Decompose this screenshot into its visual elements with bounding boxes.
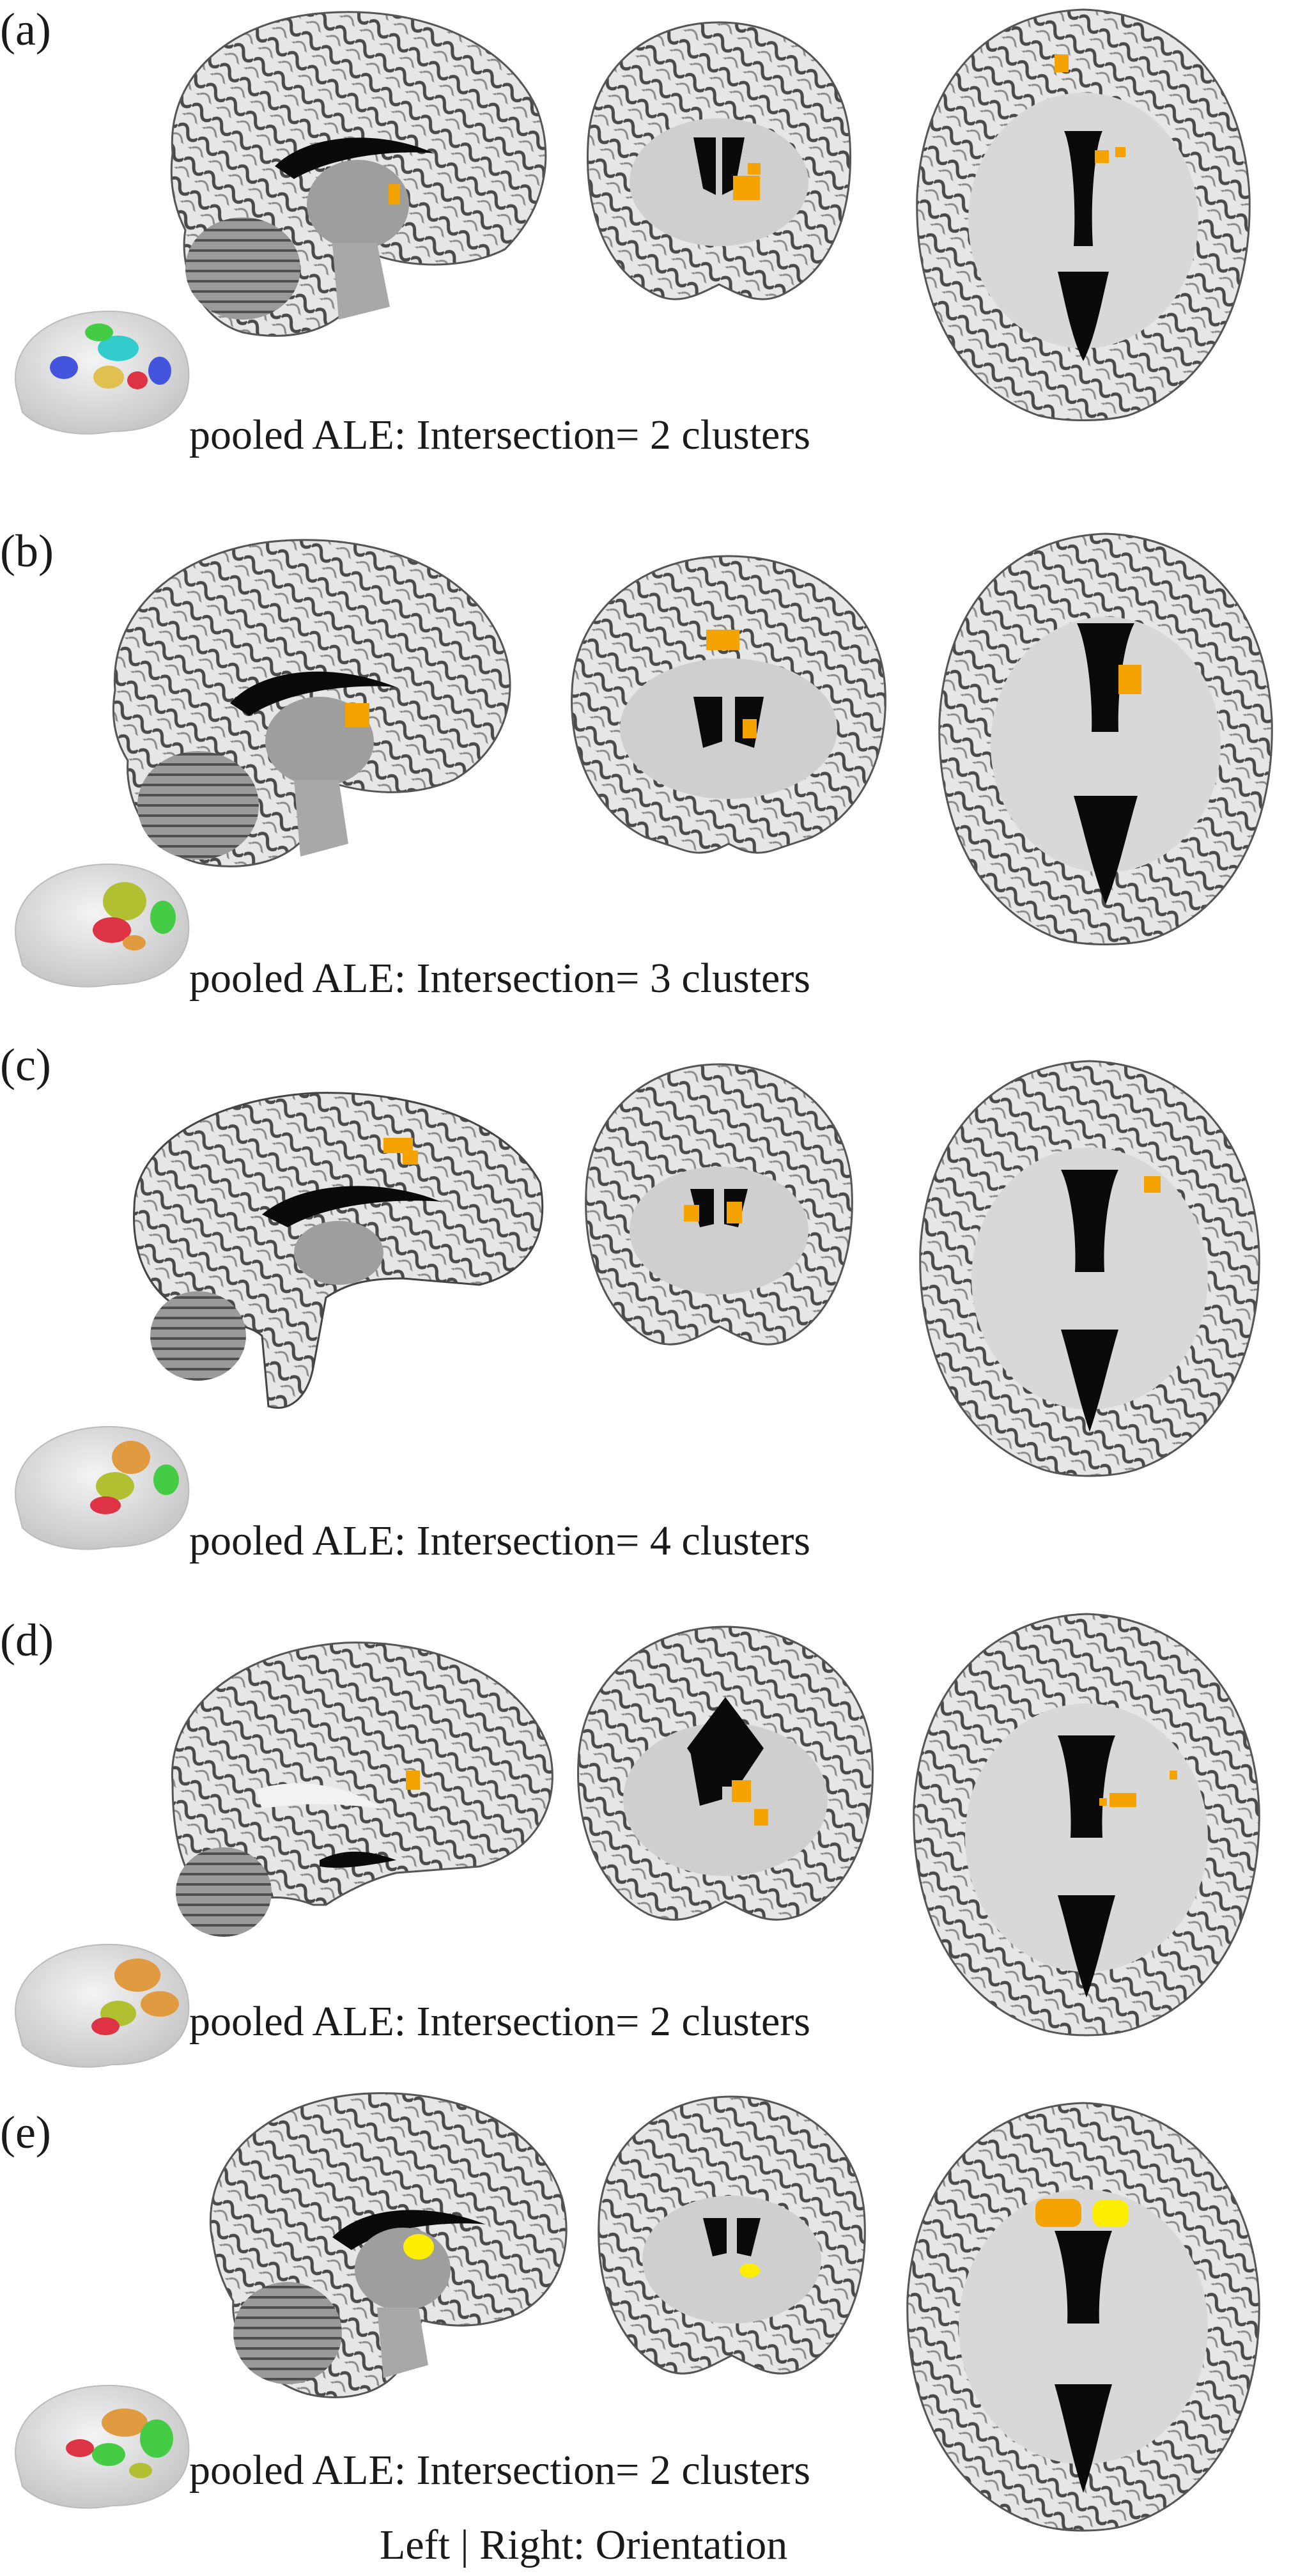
3d-render-thumbnail bbox=[15, 1943, 190, 2068]
panel-caption: pooled ALE: Intersection= 3 clusters bbox=[189, 955, 810, 1002]
panel-label: (a) bbox=[0, 4, 51, 55]
sagittal-slice bbox=[171, 1641, 553, 1937]
sagittal-slice bbox=[170, 11, 547, 337]
sagittal-slice bbox=[112, 539, 511, 867]
3d-render-thumbnail bbox=[15, 2384, 190, 2509]
coronal-slice bbox=[586, 21, 852, 300]
axial-slice bbox=[919, 1060, 1260, 1477]
coronal-slice bbox=[598, 2095, 866, 2375]
panel-b: (b) pooled ALE: Intersection= 3 clusters bbox=[0, 511, 1291, 1023]
orientation-footer: Left | Right: Orientation bbox=[380, 2522, 788, 2568]
panel-c: (c) pooled ALE: Intersection= 4 clusters bbox=[0, 1023, 1291, 1572]
axial-slice bbox=[916, 8, 1251, 421]
axial-slice bbox=[938, 532, 1273, 945]
axial-slice bbox=[906, 2102, 1260, 2532]
panel-caption: pooled ALE: Intersection= 4 clusters bbox=[189, 1517, 810, 1564]
panel-d: (d) pooled ALE: Intersection= 2 clusters bbox=[0, 1572, 1291, 2068]
panel-caption: pooled ALE: Intersection= 2 clusters bbox=[189, 412, 810, 458]
panel-caption: pooled ALE: Intersection= 2 clusters bbox=[189, 2447, 810, 2494]
panel-label: (e) bbox=[0, 2107, 51, 2158]
3d-render-thumbnail bbox=[15, 1425, 190, 1550]
panel-a: (a) pooled ALE: Intersection= 2 cluster bbox=[0, 0, 1291, 511]
panel-label: (b) bbox=[0, 525, 54, 577]
sagittal-slice bbox=[209, 2092, 568, 2398]
sagittal-slice bbox=[133, 1092, 544, 1409]
panel-caption: pooled ALE: Intersection= 2 clusters bbox=[189, 1998, 810, 2045]
3d-render-thumbnail bbox=[15, 310, 190, 435]
panel-e: (e) pooled ALE: Intersection= 2 clusters bbox=[0, 2058, 1291, 2532]
panel-label: (d) bbox=[0, 1615, 54, 1666]
axial-slice bbox=[913, 1613, 1260, 2037]
coronal-slice bbox=[571, 555, 886, 854]
coronal-slice bbox=[585, 1063, 853, 1346]
3d-render-thumbnail bbox=[15, 863, 190, 988]
coronal-slice bbox=[577, 1626, 874, 1921]
panel-label: (c) bbox=[0, 1039, 51, 1090]
